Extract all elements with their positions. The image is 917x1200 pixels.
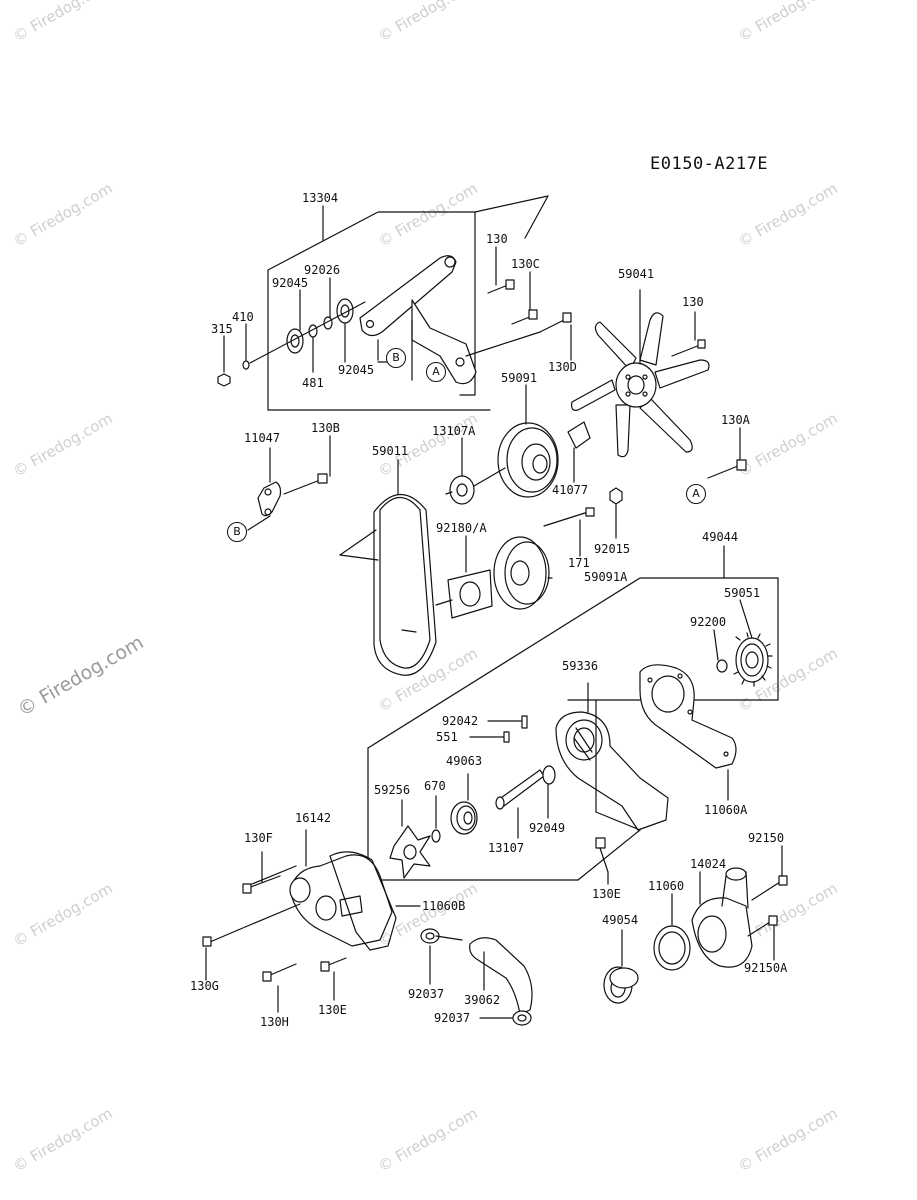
gear-49044-group — [367, 545, 779, 749]
plate-11047 — [247, 435, 331, 531]
part-label: 49054 — [602, 913, 639, 927]
part-label: 92015 — [594, 542, 631, 556]
part-label: 13107 — [488, 841, 525, 855]
reference-mark-a: A — [426, 362, 446, 382]
part-label: 130D — [548, 360, 577, 374]
thermostat-group — [603, 845, 788, 1004]
part-label: 130B — [311, 421, 340, 435]
part-label: 92045 — [272, 276, 309, 290]
part-label: 39062 — [464, 993, 501, 1007]
part-label: 14024 — [690, 857, 727, 871]
part-label: 92045 — [338, 363, 375, 377]
part-label: 92150A — [744, 961, 788, 975]
fan-59041 — [571, 289, 710, 458]
part-label: 130A — [721, 413, 750, 427]
bracket-13304-group — [217, 195, 572, 411]
part-label: 13107A — [432, 424, 476, 438]
part-label: 92037 — [434, 1011, 471, 1025]
part-label: 11047 — [244, 431, 281, 445]
part-label: 130E — [318, 1003, 347, 1017]
part-label: 11060 — [648, 879, 685, 893]
part-label: 13304 — [302, 191, 339, 205]
part-label: 130 — [486, 232, 508, 246]
part-label: 315 — [211, 322, 233, 336]
part-label: 670 — [424, 779, 446, 793]
part-label: 551 — [436, 730, 458, 744]
part-label: 92049 — [529, 821, 566, 835]
part-label: 92026 — [304, 263, 341, 277]
reference-mark-a: A — [686, 484, 706, 504]
part-label: 92150 — [748, 831, 785, 845]
pulley-59091 — [497, 384, 591, 498]
part-label: 92037 — [408, 987, 445, 1001]
part-label: 130F — [244, 831, 273, 845]
hub-13107a — [445, 437, 506, 505]
part-label: 59011 — [372, 444, 409, 458]
part-label: 59091 — [501, 371, 538, 385]
bolt-130a — [707, 427, 747, 479]
part-label: 410 — [232, 310, 254, 324]
part-label: 59041 — [618, 267, 655, 281]
part-label: 59336 — [562, 659, 599, 673]
part-label: 59256 — [374, 783, 411, 797]
shaft-13107 — [389, 715, 556, 879]
part-label: 49044 — [702, 530, 739, 544]
part-label: 11060A — [704, 803, 748, 817]
part-label: 59051 — [724, 586, 761, 600]
part-label: 16142 — [295, 811, 332, 825]
part-label: 130G — [190, 979, 219, 993]
part-label: 49063 — [446, 754, 483, 768]
reference-mark-b: B — [227, 522, 247, 542]
diagram-code: E0150-A217E — [650, 154, 769, 174]
reference-mark-b: B — [386, 348, 406, 368]
part-label: 130H — [260, 1015, 289, 1029]
part-label: 130E — [592, 887, 621, 901]
part-label: 171 — [568, 556, 590, 570]
part-label: 130C — [511, 257, 540, 271]
part-label: 11060B — [422, 899, 466, 913]
part-label: 130 — [682, 295, 704, 309]
part-label: 41077 — [552, 483, 589, 497]
pulley-59091a — [493, 487, 623, 610]
belt-59011 — [339, 459, 437, 676]
pump-body-59336 — [367, 664, 737, 885]
spacer-92180a — [435, 535, 493, 619]
part-label: 92200 — [690, 615, 727, 629]
part-label: 481 — [302, 376, 324, 390]
part-label: 92042 — [442, 714, 479, 728]
part-label: 59091A — [584, 570, 628, 584]
pump-housing-16142 — [202, 829, 533, 1026]
part-label: 92180/A — [436, 521, 487, 535]
